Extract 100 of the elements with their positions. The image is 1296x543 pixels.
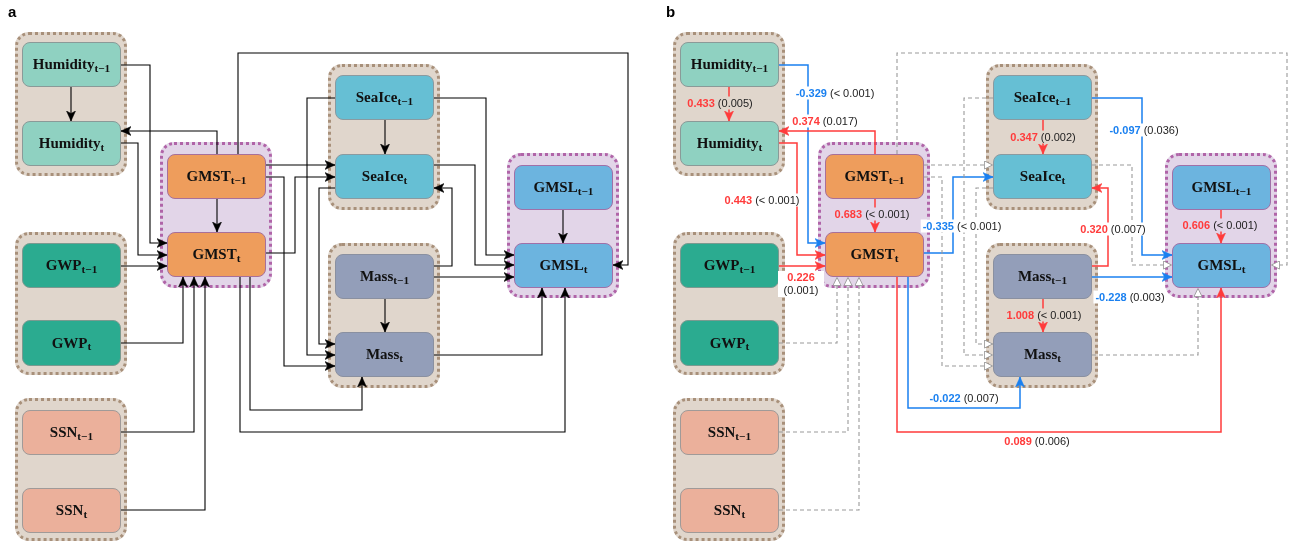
edge-label: -0.097 (0.036) [1107,123,1181,137]
variable-box: GWP$_{t−1}$ [22,243,121,288]
variable-box: GWP$_{t}$ [680,320,779,366]
arrow [433,183,453,267]
dashed-arrow [975,187,994,349]
arrow [1091,97,1173,260]
variable-box: SeaIce$_{t−1}$ [335,75,434,120]
dashed-arrow [1091,164,1173,270]
dashed-arrow [923,160,994,170]
edge-label: 1.008 (< 0.001) [1004,308,1084,322]
group-box [15,232,127,375]
dashed-arrow [778,276,842,344]
edge-label: 0.226 (0.001) [778,271,824,297]
arrow [778,64,826,248]
variable-box: SSN$_{t−1}$ [22,410,121,455]
arrow [239,276,570,433]
variable-box: Mass$_{t−1}$ [993,254,1092,299]
arrow [380,119,390,155]
variable-box: GMST$_{t−1}$ [167,154,266,199]
arrow [433,164,515,270]
arrow [212,198,222,233]
arrow [778,142,826,260]
arrow [120,276,188,344]
arrow [249,276,367,411]
dashed-arrow [963,97,994,360]
edge-label: 0.089 (0.006) [1002,434,1072,448]
edge-label: 0.683 (< 0.001) [832,207,912,221]
variable-box: GMSL$_{t}$ [514,243,613,288]
arrow [120,126,218,155]
group-box [328,64,440,210]
arrow [778,126,876,155]
group-box [507,153,619,298]
variable-box: Mass$_{t}$ [335,332,434,377]
dashed-arrow [1091,287,1203,356]
edge-label: 0.347 (0.002) [1008,130,1078,144]
edge-label: 0.320 (0.007) [1078,222,1148,236]
arrow [896,276,1226,433]
arrow [923,172,994,254]
arrow [265,176,336,371]
group-box [986,64,1098,210]
variable-box: SeaIce$_{t}$ [993,154,1092,199]
variable-box: GMST$_{t}$ [825,232,924,277]
group-box [673,398,785,541]
edge-label: -0.022 (0.007) [927,391,1001,405]
group-box [15,398,127,541]
arrow [380,298,390,333]
group-box [986,243,1098,388]
arrow [237,52,629,270]
edge-label: 0.433 (0.005) [685,96,755,110]
edge-label: -0.228 (0.003) [1093,290,1167,304]
variable-box: Humidity$_{t}$ [22,121,121,166]
arrow [1091,183,1109,267]
panel-letter: b [666,4,676,19]
variable-box: Humidity$_{t−1}$ [680,42,779,87]
variable-box: SSN$_{t}$ [22,488,121,533]
variable-box: GWP$_{t}$ [22,320,121,366]
group-box [673,32,785,176]
edge-label: -0.335 (< 0.001) [920,219,1004,233]
arrow [318,187,336,349]
variable-box: GMST$_{t}$ [167,232,266,277]
arrow [558,209,568,244]
arrow [433,272,515,282]
arrow [120,276,199,433]
arrow [907,276,1025,409]
edge-label: 0.374 (0.017) [790,114,860,128]
arrow [265,160,336,170]
dashed-arrow [778,276,864,511]
arrow [66,86,76,122]
variable-box: GWP$_{t−1}$ [680,243,779,288]
arrow [1091,272,1173,282]
variable-box: GMSL$_{t−1}$ [1172,165,1271,210]
dashed-arrow [778,276,853,433]
variable-box: SeaIce$_{t}$ [335,154,434,199]
group-box [1165,153,1277,298]
group-box [673,232,785,375]
edge-label: 0.443 (< 0.001) [722,193,802,207]
arrow [433,97,515,260]
arrow [265,172,336,254]
variable-box: GMSL$_{t}$ [1172,243,1271,288]
group-box [328,243,440,388]
arrow [120,261,168,271]
variable-box: Mass$_{t−1}$ [335,254,434,299]
arrow [120,276,210,511]
arrow [433,287,547,356]
group-box [15,32,127,176]
dashed-arrow [896,52,1288,270]
arrow [120,64,168,248]
variable-box: GMSL$_{t−1}$ [514,165,613,210]
edge-label: -0.329 (< 0.001) [793,86,877,100]
variable-box: SSN$_{t−1}$ [680,410,779,455]
variable-box: Humidity$_{t−1}$ [22,42,121,87]
variable-box: Humidity$_{t}$ [680,121,779,166]
panel-letter: a [8,4,17,19]
edge-label: 0.606 (< 0.001) [1180,218,1260,232]
arrow [120,142,168,260]
arrow [306,97,336,360]
group-box [160,142,272,288]
arrow [778,261,826,271]
variable-box: SSN$_{t}$ [680,488,779,533]
variable-box: SeaIce$_{t−1}$ [993,75,1092,120]
